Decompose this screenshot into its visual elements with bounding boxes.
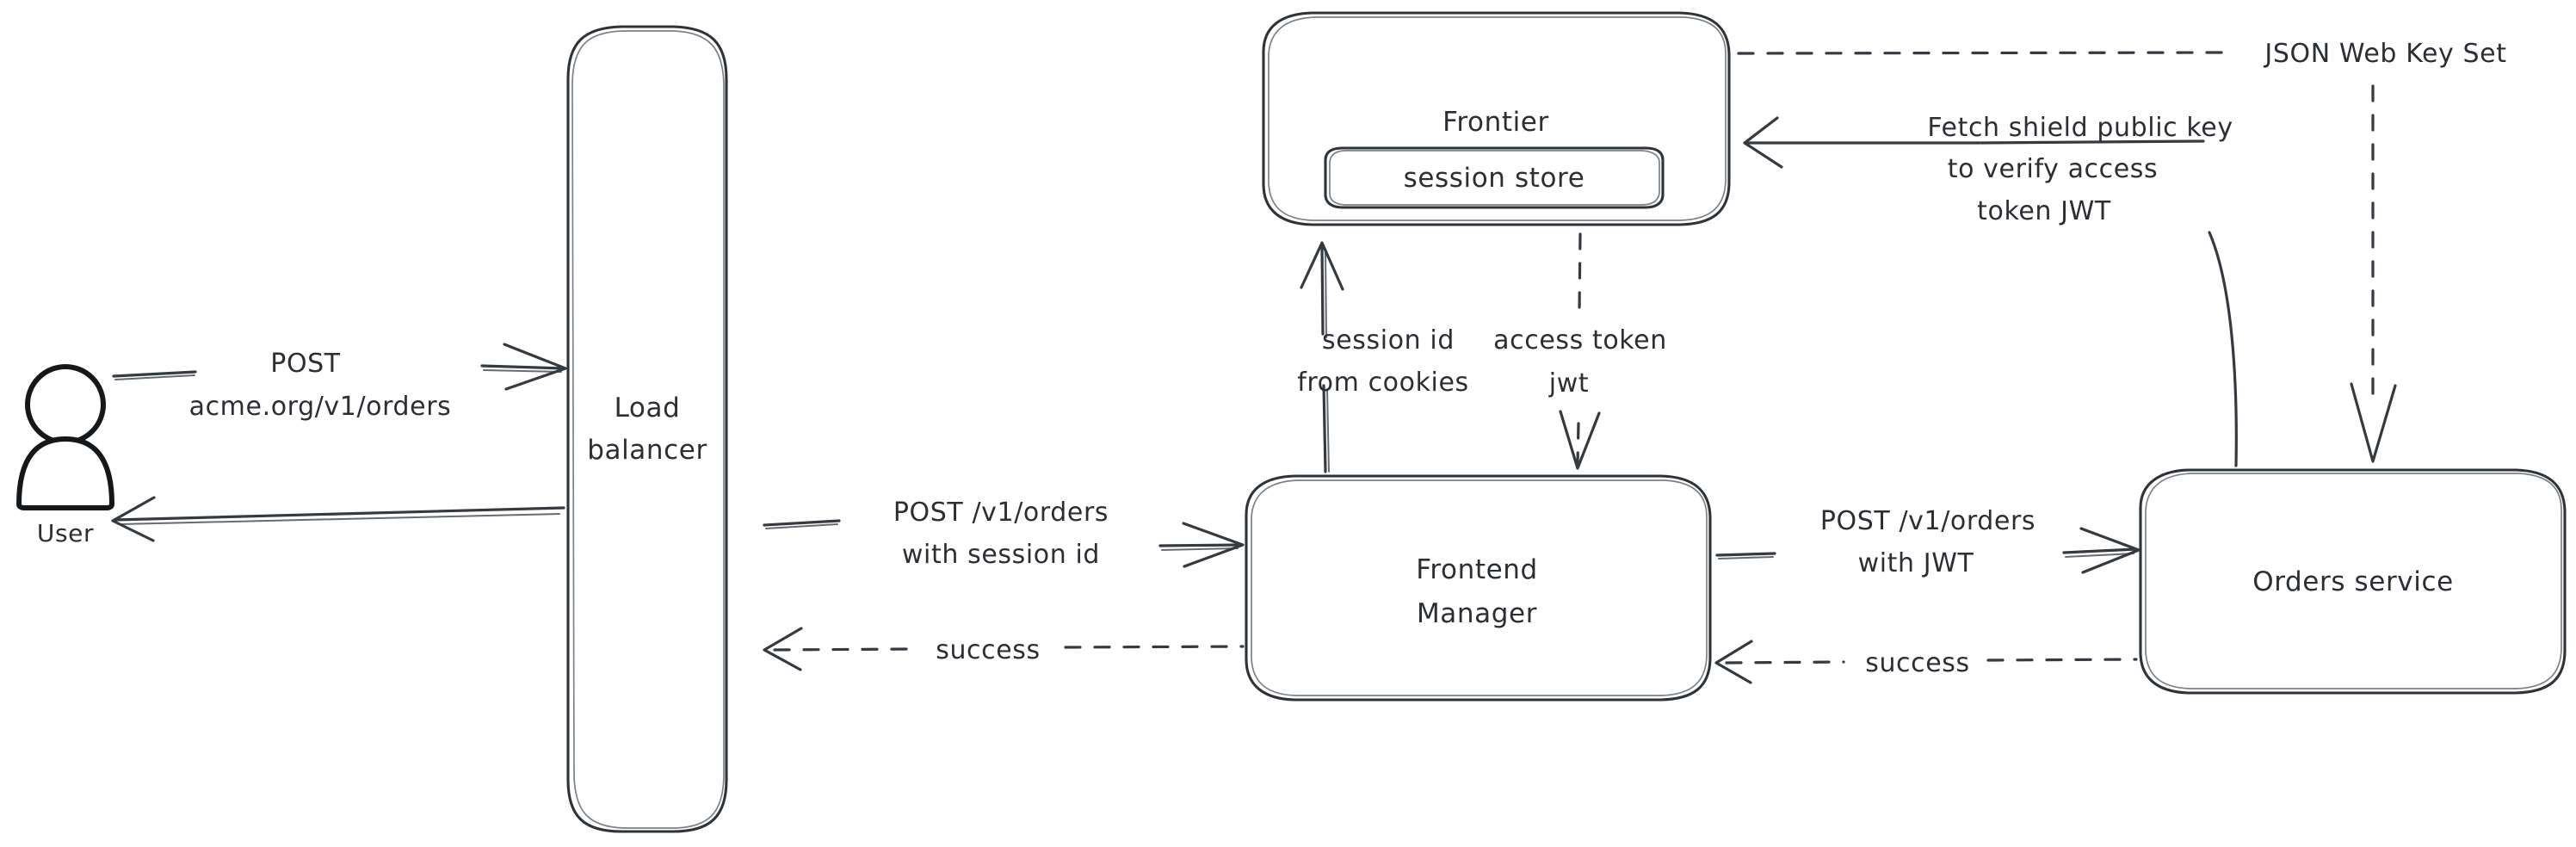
edge-label-json-web-key-set: JSON Web Key Set — [2263, 39, 2506, 69]
edge-label-from-cookies: from cookies — [1297, 368, 1469, 398]
edge-load-balancer-to-frontend-manager: POST /v1/orders with session id — [763, 498, 1245, 570]
edge-label-with-jwt: with JWT — [1858, 548, 1974, 578]
user-label: User — [37, 519, 94, 547]
load-balancer-label-line1: Load — [615, 393, 681, 424]
node-frontier[interactable]: Frontier session store — [1262, 11, 1731, 226]
edge-label-with-session-id: with session id — [902, 540, 1100, 570]
node-frontend-manager[interactable]: Frontend Manager — [1245, 474, 1712, 702]
node-orders-service[interactable]: Orders service — [2139, 468, 2567, 695]
edge-label-success-left: success — [936, 635, 1041, 665]
edge-user-to-load-balancer: POST acme.org/v1/orders — [112, 343, 567, 422]
node-load-balancer[interactable]: Load balancer — [566, 25, 728, 833]
edge-orders-service-to-frontend-manager: success — [1714, 640, 2138, 684]
edge-label-acme-url: acme.org/v1/orders — [189, 392, 452, 422]
frontend-manager-label-line1: Frontend — [1416, 554, 1538, 585]
frontend-manager-label-line2: Manager — [1417, 598, 1537, 629]
edge-frontend-manager-to-frontier: session id from cookies — [1297, 241, 1469, 473]
edge-load-balancer-to-user — [111, 496, 565, 542]
edge-label-fetch-shield-key: Fetch shield public key — [1927, 113, 2233, 143]
node-user[interactable]: User — [16, 364, 114, 547]
node-session-store[interactable]: session store — [1324, 146, 1665, 209]
edge-frontier-to-frontend-manager: access token jwt — [1493, 232, 1667, 470]
edge-frontier-to-orders-service-jwks: JSON Web Key Set — [1737, 39, 2506, 463]
frontier-label: Frontier — [1442, 107, 1549, 138]
edge-label-success-right: success — [1865, 648, 1970, 678]
edge-label-post-orders-jwt: POST /v1/orders — [1820, 506, 2035, 536]
edge-label-post-orders-session: POST /v1/orders — [893, 498, 1109, 528]
edge-label-to-verify-access: to verify access — [1948, 154, 2159, 184]
session-store-label: session store — [1404, 163, 1585, 194]
edge-label-access-token: access token — [1493, 325, 1667, 355]
edge-orders-service-to-frontier: Fetch shield public key to verify access… — [1743, 113, 2238, 467]
load-balancer-label-line2: balancer — [587, 435, 707, 466]
edge-label-jwt: jwt — [1548, 368, 1589, 399]
edge-label-session-id: session id — [1322, 325, 1455, 355]
edge-frontend-manager-to-orders-service: POST /v1/orders with JWT — [1715, 506, 2140, 578]
edge-frontend-manager-to-load-balancer: success — [763, 627, 1245, 671]
edge-label-token-jwt: token JWT — [1977, 196, 2111, 226]
orders-service-label: Orders service — [2252, 566, 2454, 597]
edge-label-post: POST — [270, 349, 341, 379]
user-icon — [16, 364, 114, 510]
